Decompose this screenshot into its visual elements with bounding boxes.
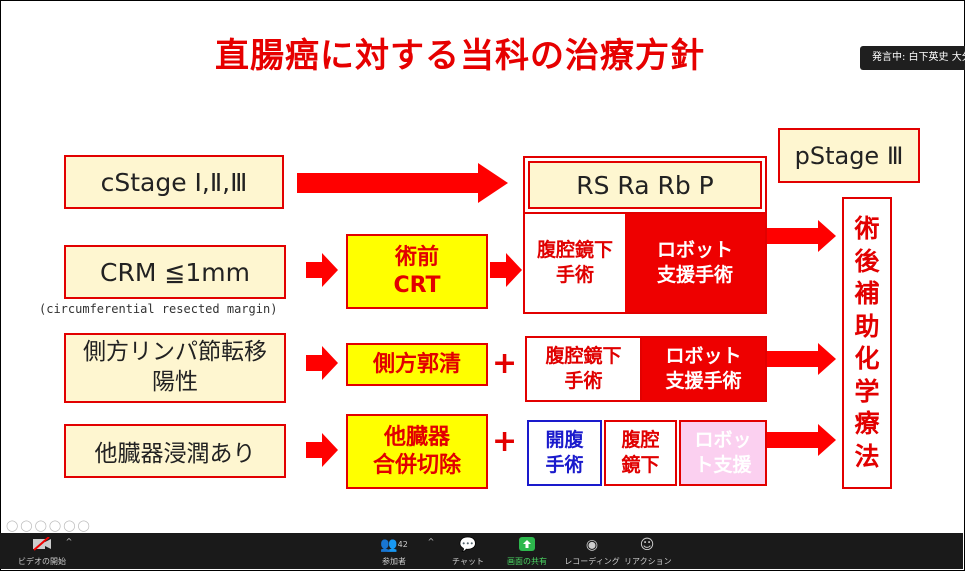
lateral-dissection-box: 側方郭清 — [346, 343, 488, 386]
target-box-outer: RS Ra Rb P — [523, 156, 767, 214]
chat-icon: 💬 — [459, 537, 477, 553]
organ-invasion-box: 他臓器浸潤あり — [64, 424, 286, 478]
speaker-indicator: 発言中: 白下英史 大分 — [860, 46, 965, 70]
adjuvant-chemo-box: 術 後 補 助 化 学 療 法 — [842, 197, 892, 489]
arrow-right-icon — [297, 163, 508, 203]
record-button[interactable]: ◉ レコーディング — [564, 537, 620, 566]
record-icon: ◉ — [585, 537, 599, 553]
combined-resection-box: 他臓器 合併切除 — [346, 414, 488, 489]
pstage-box: pStage Ⅲ — [778, 128, 920, 183]
arrow-right-icon — [766, 424, 836, 456]
surgery-options-r2: 腹腔鏡下 手術 ロボット 支援手術 — [523, 212, 767, 314]
lateral-node-box: 側方リンパ節転移 陽性 — [64, 333, 286, 403]
open-surgery-option: 開腹 手術 — [527, 420, 602, 486]
crm-definition: (circumferential resected margin) — [39, 302, 278, 316]
arrow-right-icon — [306, 346, 338, 380]
chat-button[interactable]: 💬 チャット — [448, 537, 488, 567]
laparoscopic-option: 腹腔 鏡下 — [604, 420, 677, 486]
preop-crt-box: 術前 CRT — [346, 234, 488, 309]
share-screen-button[interactable]: 画面の共有 — [504, 537, 550, 567]
participants-button[interactable]: 👥42 参加者 — [380, 537, 408, 566]
flow-arrows — [297, 163, 836, 467]
robotic-option: ロボット 支援手術 — [642, 338, 765, 400]
robotic-option: ロボッ ト支援 — [679, 420, 767, 486]
crm-box: CRM ≦1mm — [64, 245, 286, 299]
reaction-icon: ☺ — [639, 537, 655, 553]
surgery-options-r3: 腹腔鏡下 手術 ロボット 支援手術 — [525, 336, 767, 402]
arrow-right-icon — [766, 343, 836, 375]
reactions-button[interactable]: ☺ リアクション — [624, 537, 672, 566]
meeting-toolbar: ビデオの開始 ^ 👥42 参加者 ^ 💬 チャット 画面の共有 ◉ レコーディン… — [0, 533, 963, 569]
laparoscopic-option: 腹腔鏡下 手術 — [525, 214, 625, 312]
arrow-right-icon — [490, 253, 522, 287]
participant-count: 42 — [397, 540, 408, 549]
cstage-box: cStage Ⅰ,Ⅱ,Ⅲ — [64, 155, 284, 209]
video-off-icon — [14, 536, 70, 553]
target-location-box: RS Ra Rb P — [528, 161, 762, 209]
arrow-right-icon — [306, 433, 338, 467]
arrow-right-icon — [306, 253, 338, 287]
video-start-button[interactable]: ビデオの開始 — [14, 536, 70, 567]
share-screen-icon — [504, 537, 550, 553]
participants-options-caret[interactable]: ^ — [427, 537, 435, 546]
participants-icon: 👥 — [380, 537, 398, 553]
laparoscopic-option: 腹腔鏡下 手術 — [527, 338, 642, 400]
slide-title: 直腸癌に対する当科の治療方針 — [215, 36, 705, 76]
plus-sign: + — [492, 346, 518, 381]
plus-sign: + — [492, 424, 518, 459]
annotation-tools: ◯◯◯◯◯◯ — [6, 519, 92, 532]
video-options-caret[interactable]: ^ — [65, 537, 73, 546]
arrow-right-icon — [764, 220, 836, 252]
robotic-option: ロボット 支援手術 — [625, 214, 765, 312]
